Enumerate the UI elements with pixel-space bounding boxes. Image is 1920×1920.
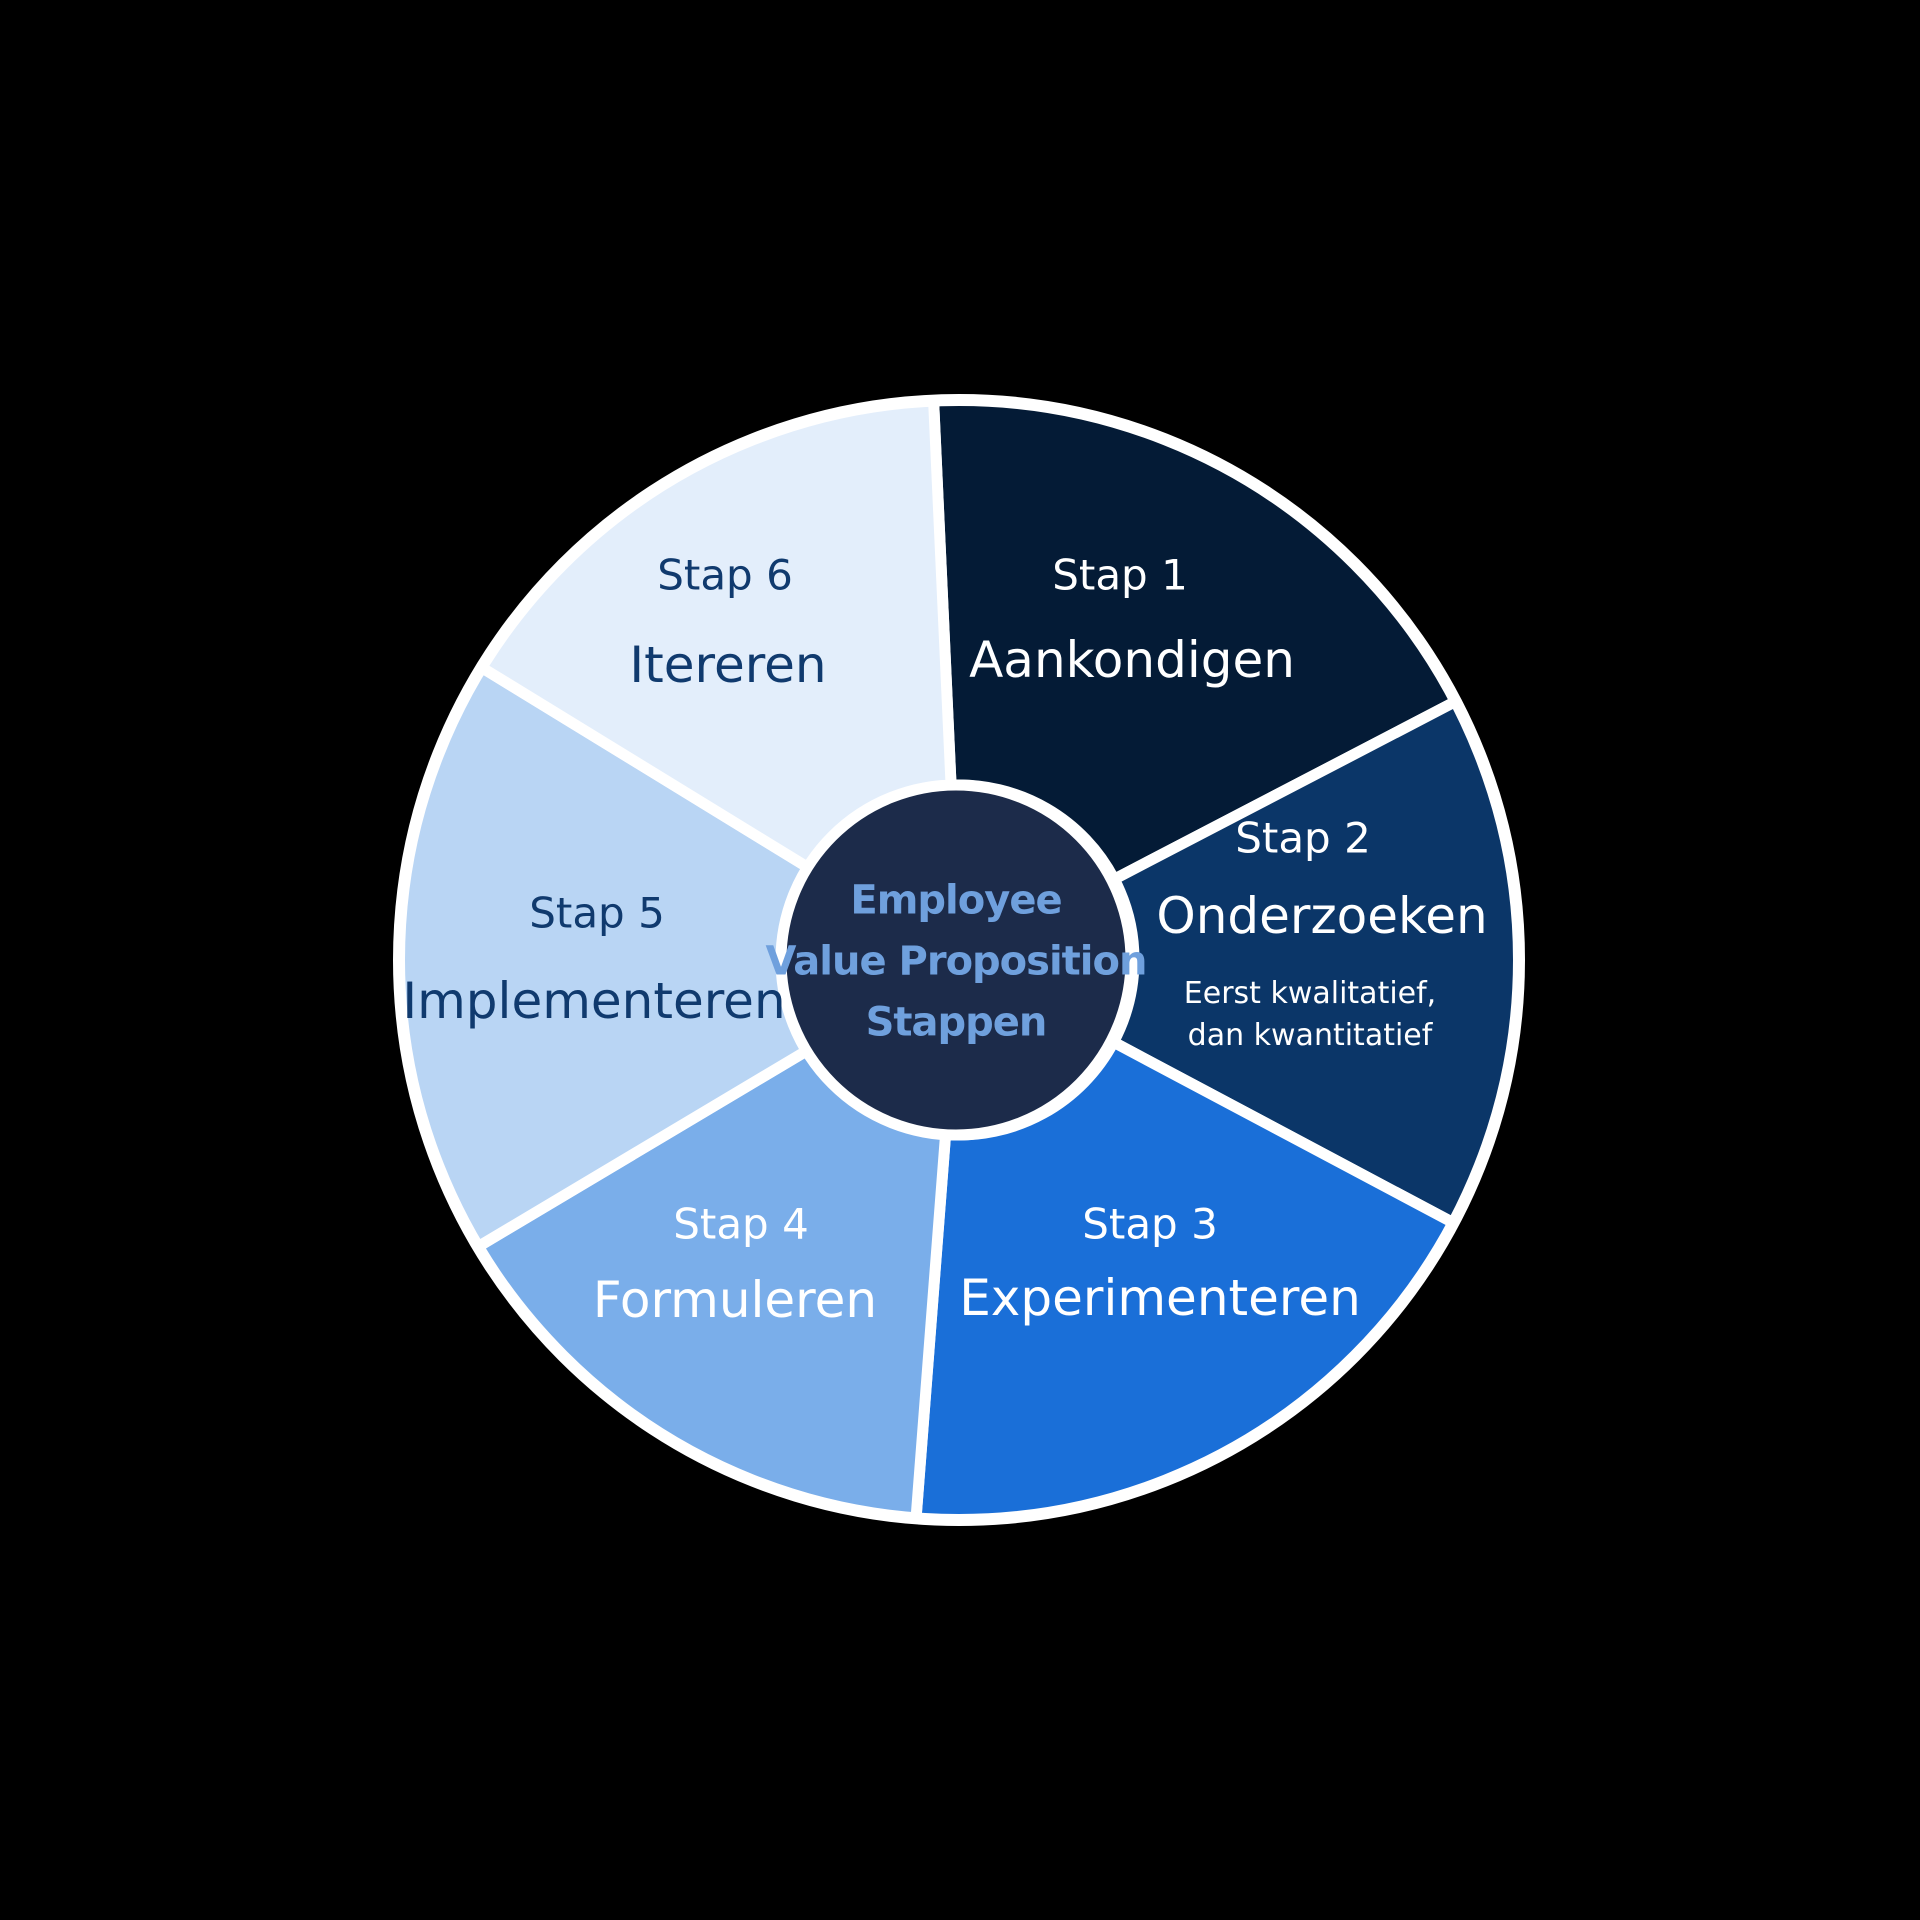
segment-4-step: Stap 4 xyxy=(673,1199,809,1249)
segment-1-name: Aankondigen xyxy=(969,631,1295,689)
segment-1-step: Stap 1 xyxy=(1052,550,1188,600)
segment-2-note: Eerst kwalitatief, dan kwantitatief xyxy=(1184,973,1436,1057)
segment-5-step: Stap 5 xyxy=(529,888,665,938)
segment-3-step: Stap 3 xyxy=(1082,1199,1218,1249)
outer-ring xyxy=(393,394,1525,1526)
center-title-line-2: Value Proposition xyxy=(765,938,1148,985)
segment-2-note-line-1: Eerst kwalitatief, xyxy=(1183,976,1437,1011)
segment-2-step: Stap 2 xyxy=(1235,813,1371,863)
center-title-line-3: Stappen xyxy=(865,999,1048,1046)
segment-4-name: Formuleren xyxy=(592,1271,878,1329)
segment-3-name: Experimenteren xyxy=(959,1269,1361,1327)
center-hub xyxy=(775,779,1137,1141)
segment-6-name: Itereren xyxy=(629,636,827,694)
center-title: Employee Value Proposition Stappen xyxy=(765,871,1148,1054)
segment-2-note-line-2: dan kwantitatief xyxy=(1187,1018,1433,1053)
segment-2-name: Onderzoeken xyxy=(1156,887,1488,945)
segment-6-step: Stap 6 xyxy=(657,550,793,600)
center-title-line-1: Employee xyxy=(850,877,1062,924)
segment-5-name: Implementeren xyxy=(402,972,786,1030)
